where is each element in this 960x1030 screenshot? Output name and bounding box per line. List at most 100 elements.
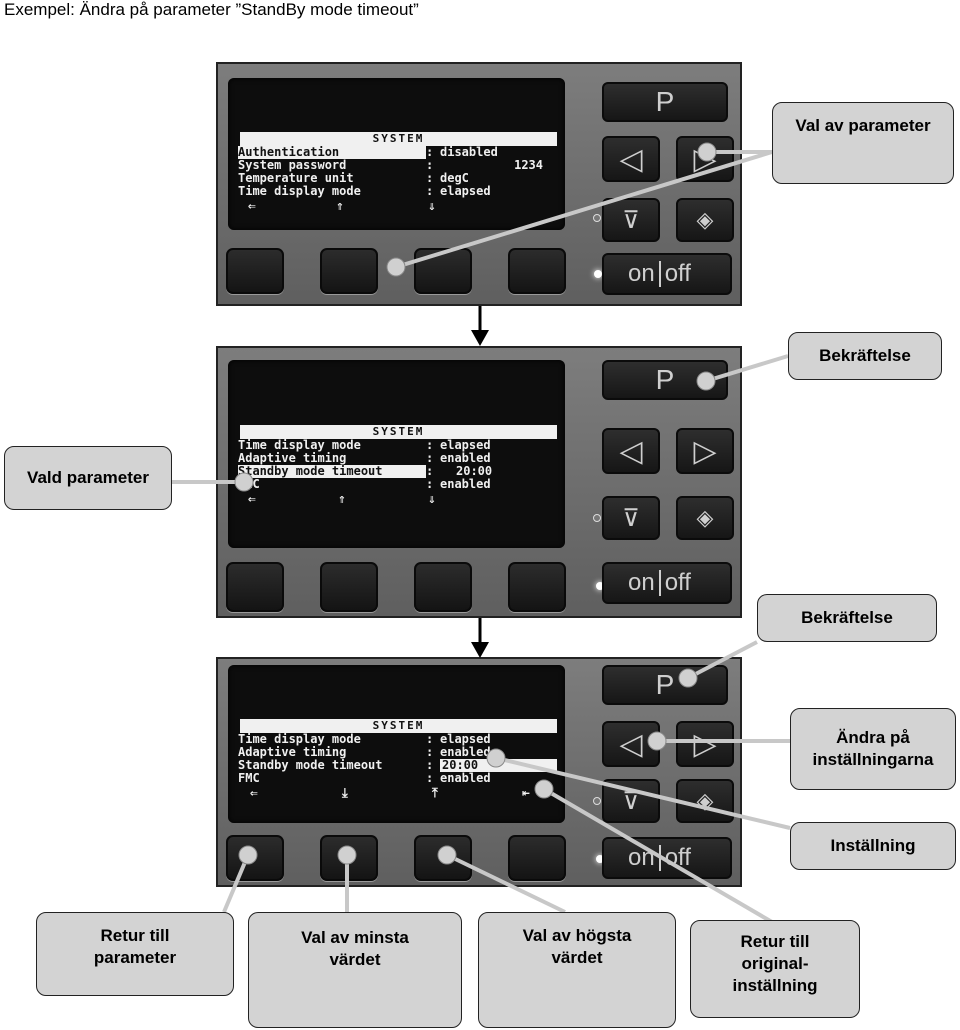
stop-icon: ⊽ <box>622 787 640 815</box>
left-arrow-button[interactable]: ◁ <box>602 721 660 767</box>
left-arrow-button[interactable]: ◁ <box>602 428 660 474</box>
lcd-row: Time display mode:elapsed <box>238 733 557 746</box>
lcd-row: FMC:enabled <box>238 772 557 785</box>
callout-vald-parameter: Vald parameter <box>4 446 172 510</box>
lcd-row-editing: Standby mode timeout:20:00 <box>238 759 557 772</box>
callout-bekraftelse-1: Bekräftelse <box>788 332 942 380</box>
back-arrow-icon: ⇐ <box>250 786 258 801</box>
param-name: Time display mode <box>238 733 361 746</box>
lcd-row: System password:1234 <box>238 159 557 172</box>
param-value: enabled <box>440 452 491 465</box>
softkey-3[interactable] <box>414 562 472 612</box>
drop-icon: ◈ <box>696 505 714 530</box>
right-arrow-button[interactable]: ▷ <box>676 428 734 474</box>
reset-value-icon: ⇤ <box>522 786 530 801</box>
max-value-icon: ⤒ <box>432 786 438 801</box>
drop-button[interactable]: ◈ <box>676 496 734 540</box>
device-panel-1: SYSTEM Authentication:disabled System pa… <box>216 62 742 306</box>
right-arrow-button[interactable]: ▷ <box>676 721 734 767</box>
lcd-softkey-labels: ⇐ ⇑ ⇓ <box>238 200 557 216</box>
lcd-screen: SYSTEM Time display mode:elapsed Adaptiv… <box>228 360 565 548</box>
param-value: elapsed <box>440 439 491 452</box>
param-name: System password <box>238 159 347 172</box>
softkey-4[interactable] <box>508 248 566 294</box>
softkey-2[interactable] <box>320 248 378 294</box>
param-value: degC <box>440 172 469 185</box>
down-arrow-icon: ⇓ <box>428 492 436 507</box>
param-value: enabled <box>440 478 491 491</box>
lcd-header: SYSTEM <box>240 132 557 146</box>
drop-button[interactable]: ◈ <box>676 779 734 823</box>
min-value-icon: ⤓ <box>342 786 348 801</box>
softkey-1[interactable] <box>226 835 284 881</box>
param-value-editing: 20:00 <box>440 759 557 772</box>
param-name: FMC <box>238 478 260 491</box>
stop-icon: ⊽ <box>622 504 640 532</box>
lcd-row: Time display mode:elapsed <box>238 185 557 198</box>
lcd-row: Adaptive timing:enabled <box>238 746 557 759</box>
softkey-2[interactable] <box>320 835 378 881</box>
lcd-row: Temperature unit:degC <box>238 172 557 185</box>
lcd-softkey-labels: ⇐ ⤓ ⤒ ⇤ <box>238 787 557 803</box>
stop-button[interactable]: ⊽ <box>602 496 660 540</box>
param-value: enabled <box>440 746 491 759</box>
param-name: Time display mode <box>238 185 361 198</box>
softkey-1[interactable] <box>226 562 284 612</box>
lcd-row: FMC:enabled <box>238 478 557 491</box>
back-arrow-icon: ⇐ <box>248 199 256 214</box>
up-arrow-icon: ⇑ <box>338 492 346 507</box>
right-arrow-button[interactable]: ▷ <box>676 136 734 182</box>
device-panel-3: SYSTEM Time display mode:elapsed Adaptiv… <box>216 657 742 887</box>
param-name: Temperature unit <box>238 172 354 185</box>
param-value: 20:00 <box>456 465 493 478</box>
lcd-softkey-labels: ⇐ ⇑ ⇓ <box>238 493 557 509</box>
softkey-2[interactable] <box>320 562 378 612</box>
softkey-1[interactable] <box>226 248 284 294</box>
param-name: Authentication <box>238 146 426 159</box>
drop-icon: ◈ <box>696 207 714 232</box>
param-value: disabled <box>440 146 498 159</box>
softkey-4[interactable] <box>508 562 566 612</box>
callout-installning: Inställning <box>790 822 956 870</box>
param-value: 1234 <box>514 159 543 172</box>
p-button[interactable]: P <box>602 82 728 122</box>
param-name: Time display mode <box>238 439 361 452</box>
callout-val-av-parameter: Val av parameter <box>772 102 954 184</box>
param-value: elapsed <box>440 733 491 746</box>
p-button[interactable]: P <box>602 360 728 400</box>
flow-arrow-head-2 <box>471 642 489 658</box>
param-name: Adaptive timing <box>238 452 347 465</box>
lcd-content: SYSTEM Time display mode:elapsed Adaptiv… <box>238 425 557 509</box>
lcd-header: SYSTEM <box>240 425 557 439</box>
callout-andra-installningar: Ändra på inställningarna <box>790 708 956 790</box>
lcd-content: SYSTEM Time display mode:elapsed Adaptiv… <box>238 719 557 803</box>
param-name: Standby mode timeout <box>238 465 426 478</box>
lcd-row: Adaptive timing:enabled <box>238 452 557 465</box>
back-arrow-icon: ⇐ <box>248 492 256 507</box>
power-led <box>594 270 602 278</box>
softkey-4[interactable] <box>508 835 566 881</box>
callout-retur-original: Retur till original- inställning <box>690 920 860 1018</box>
drop-button[interactable]: ◈ <box>676 198 734 242</box>
left-arrow-button[interactable]: ◁ <box>602 136 660 182</box>
standby-led <box>593 214 601 222</box>
lcd-row: Time display mode:elapsed <box>238 439 557 452</box>
lcd-content: SYSTEM Authentication:disabled System pa… <box>238 132 557 216</box>
lcd-header: SYSTEM <box>240 719 557 733</box>
lcd-row-selected: Standby mode timeout:20:00 <box>238 465 557 478</box>
callout-retur-parameter: Retur till parameter <box>36 912 234 996</box>
stop-button[interactable]: ⊽ <box>602 779 660 823</box>
callout-val-hogsta: Val av högsta värdet <box>478 912 676 1028</box>
callout-val-minsta: Val av minsta värdet <box>248 912 462 1028</box>
p-button[interactable]: P <box>602 665 728 705</box>
param-name: Standby mode timeout <box>238 759 383 772</box>
softkey-3[interactable] <box>414 835 472 881</box>
stop-button[interactable]: ⊽ <box>602 198 660 242</box>
callout-bekraftelse-2: Bekräftelse <box>757 594 937 642</box>
param-value: enabled <box>440 772 491 785</box>
up-arrow-icon: ⇑ <box>336 199 344 214</box>
softkey-3[interactable] <box>414 248 472 294</box>
